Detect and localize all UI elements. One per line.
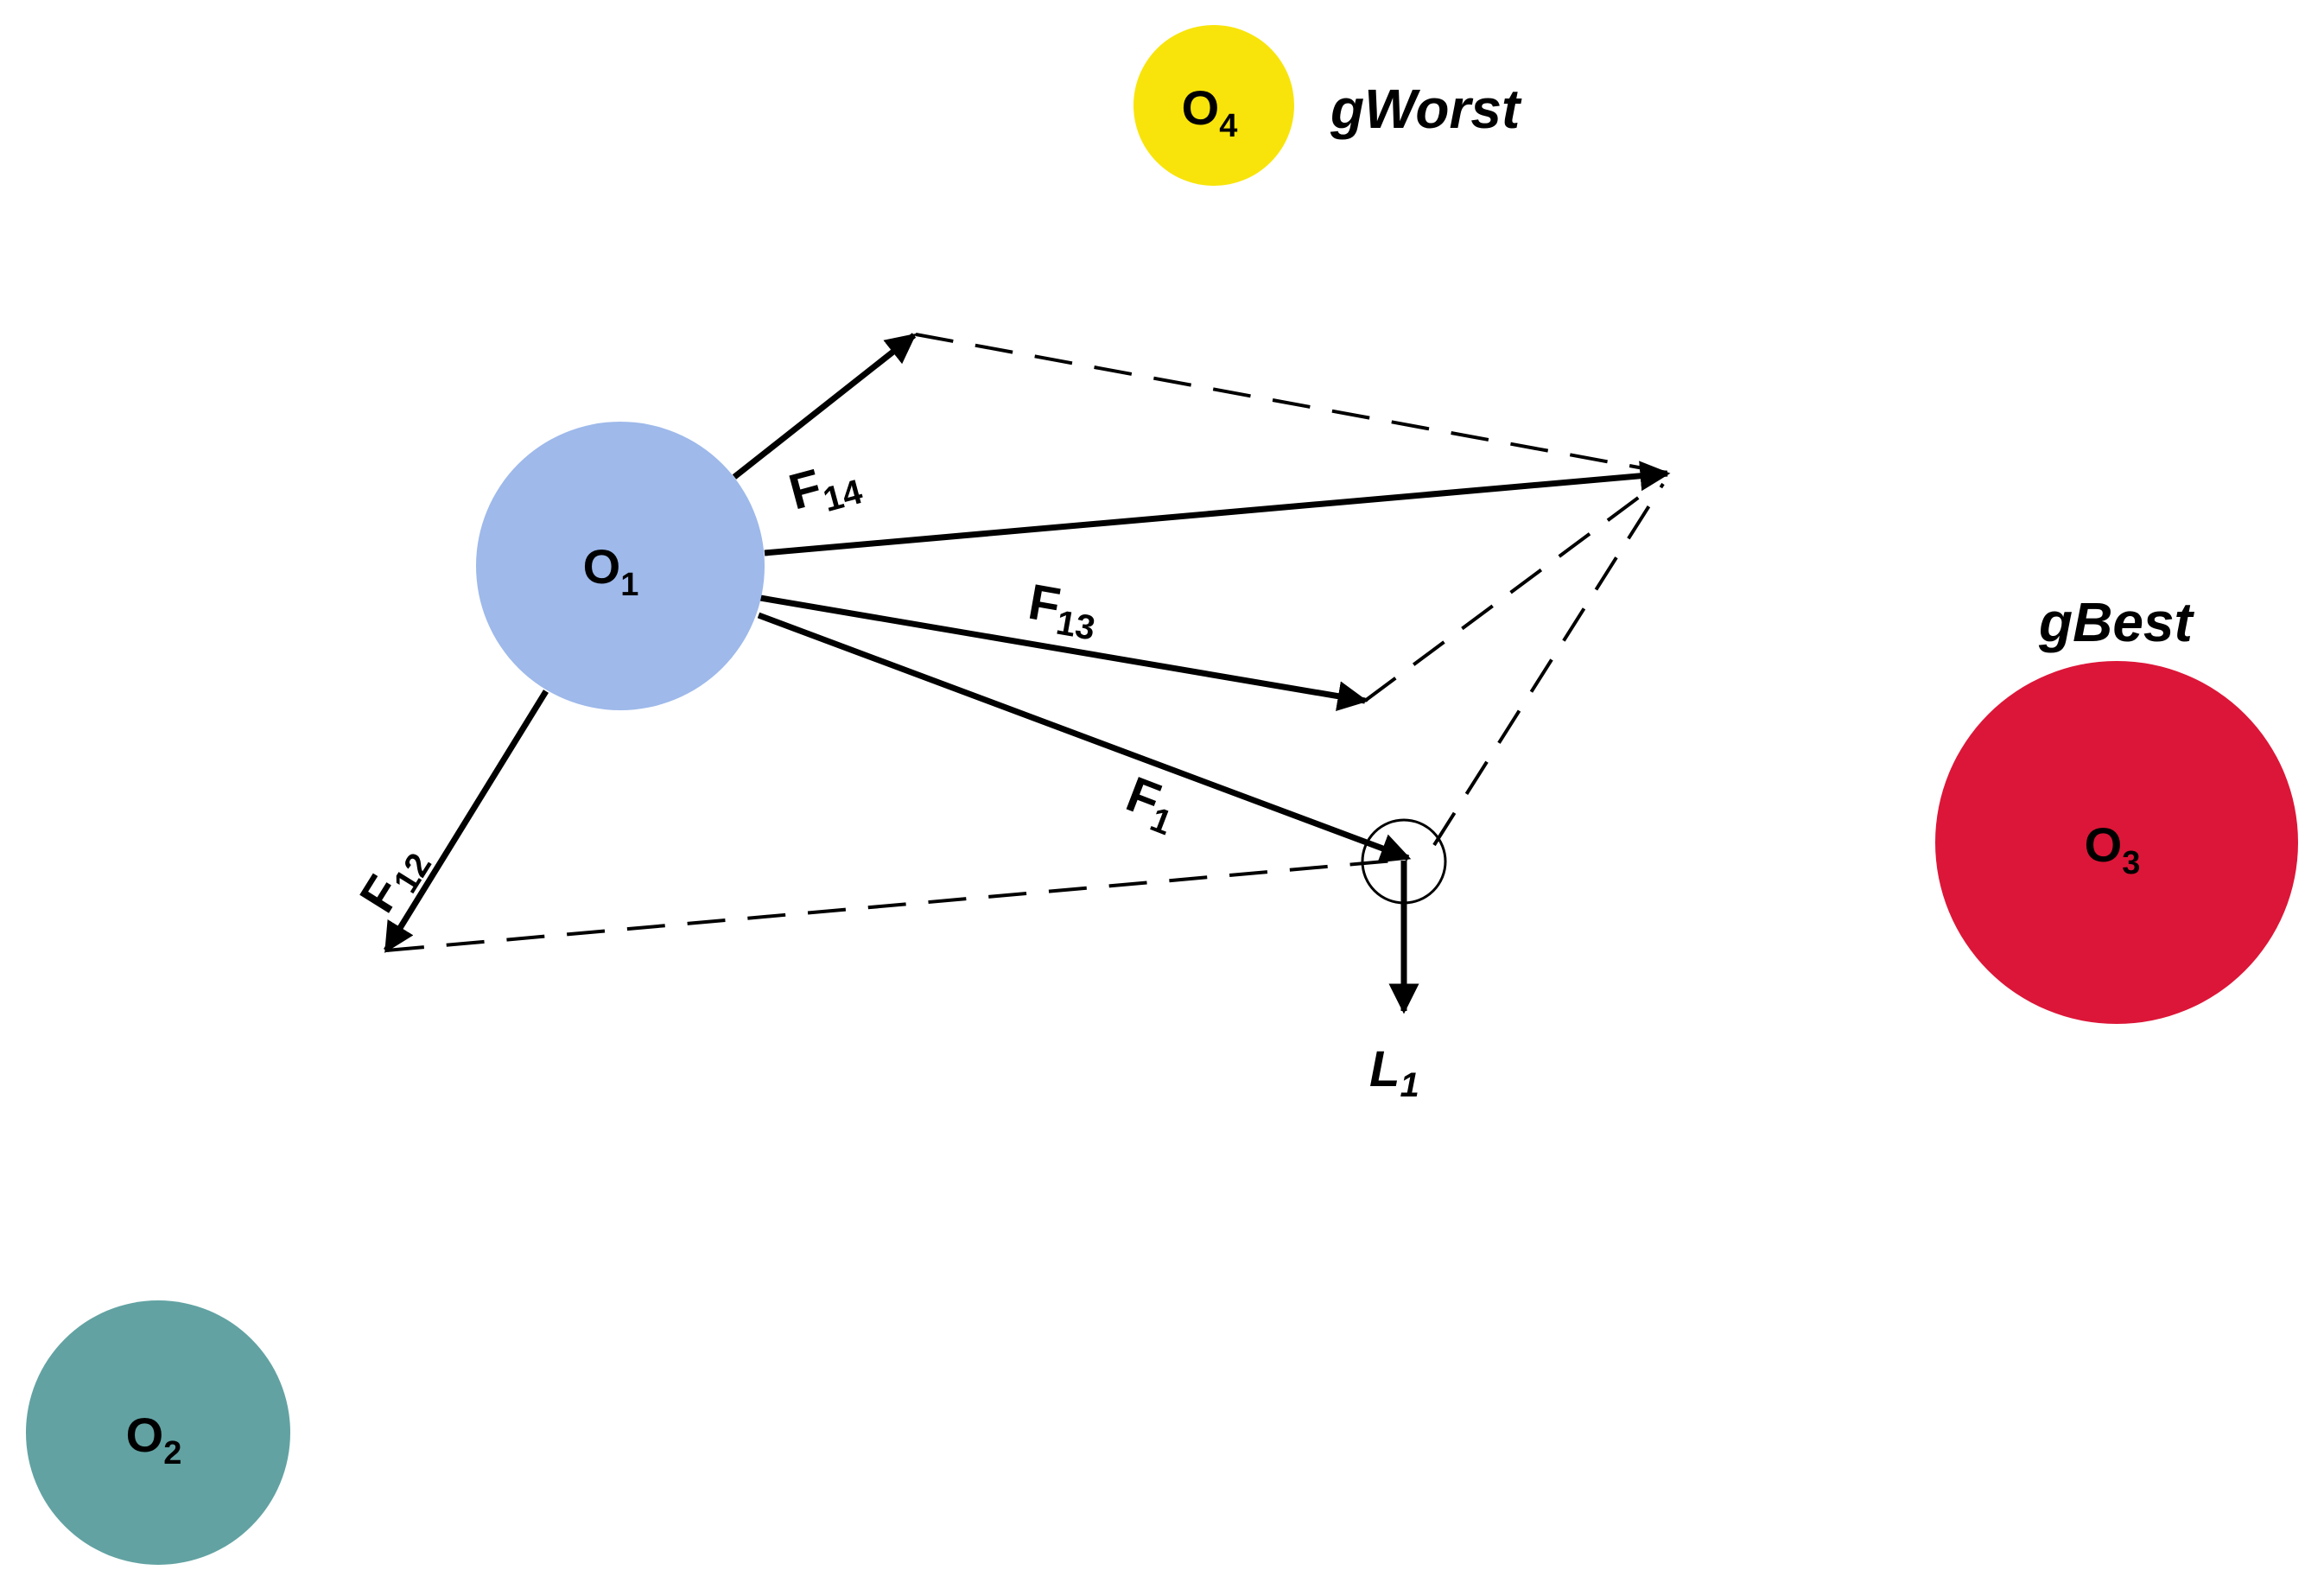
gworst-label: gWorst — [1330, 78, 1522, 140]
node-o1: O1 — [476, 422, 765, 710]
vector-resultant — [764, 461, 1671, 556]
label-f14: F14 — [784, 448, 867, 527]
label-l1: L1 — [1369, 1041, 1419, 1104]
node-o1-circle — [476, 422, 765, 710]
node-o2-circle — [26, 1300, 290, 1565]
node-o4-label: O4 — [1182, 80, 1238, 144]
dashed-line-f14-to-resultant — [915, 333, 1673, 475]
dashed-line-f12-to-f1 — [385, 858, 1405, 952]
dashed-line-f1-to-resultant — [1432, 482, 1665, 847]
node-o3-label: O3 — [2085, 817, 2141, 881]
dashed-line-f13-to-resultant — [1363, 484, 1656, 702]
node-o4: O4 — [1133, 25, 1294, 186]
node-o3: O3 — [1935, 661, 2298, 1024]
vector-f1 — [757, 612, 1412, 863]
node-o1-label: O1 — [583, 539, 639, 603]
label-f13: F13 — [1023, 574, 1102, 648]
node-o2-label: O2 — [126, 1408, 182, 1471]
force-vectors — [384, 333, 1671, 1014]
construction-lines — [385, 333, 1673, 952]
vector-f13 — [759, 594, 1368, 711]
node-o4-circle — [1133, 25, 1294, 186]
vector-f12 — [384, 690, 549, 953]
label-f12: F12 — [349, 834, 439, 925]
gbest-label: gBest — [2038, 591, 2195, 653]
node-o2: O2 — [26, 1300, 290, 1565]
label-f1: F1 — [1116, 766, 1185, 842]
vector-f14 — [732, 333, 917, 480]
node-o3-circle — [1935, 661, 2298, 1024]
f1-endpoint-marker — [1361, 818, 1447, 905]
